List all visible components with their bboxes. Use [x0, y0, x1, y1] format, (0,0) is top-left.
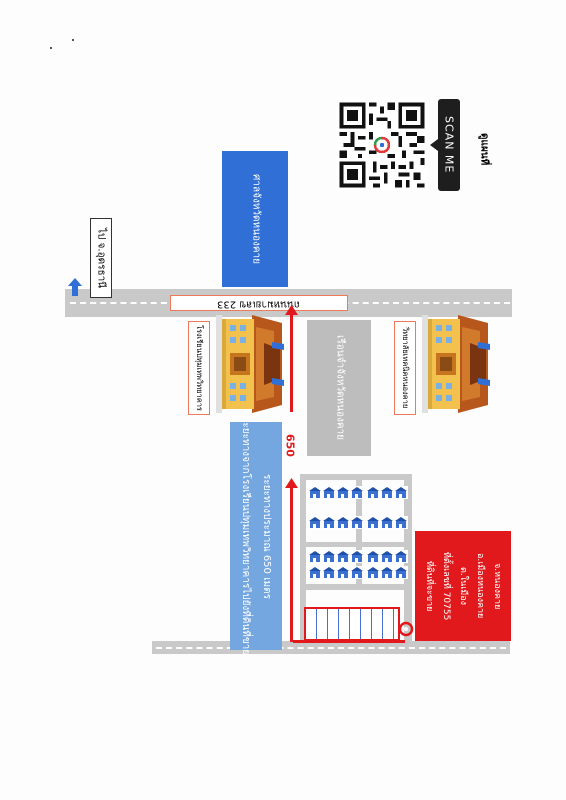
- flag-icon: [272, 342, 284, 350]
- access-road-right: [404, 474, 412, 644]
- house-icon: [394, 550, 408, 563]
- house-icon: [308, 566, 322, 579]
- college-building-icon: [422, 315, 488, 413]
- house-icon: [350, 550, 364, 563]
- flag-icon: [272, 378, 284, 386]
- estate-road-lower: [300, 584, 412, 590]
- scan-me-tag: SCAN ME: [438, 99, 460, 191]
- school-label-box: โรงเรียนปทุมเทพวิทยาคาร: [188, 321, 210, 415]
- scan-me-label: SCAN ME: [442, 116, 456, 174]
- lower-road-centerline: [156, 647, 506, 649]
- distance-value: 650: [280, 425, 300, 465]
- house-icon: [322, 566, 336, 579]
- college-label: วิทยาลัยเทคนิคหนองคาย: [401, 327, 410, 409]
- house-icon: [380, 486, 394, 499]
- house-icon: [322, 516, 336, 529]
- property-line: จ.หนองคาย: [492, 562, 502, 610]
- land-plots: [306, 609, 398, 639]
- house-icon: [394, 516, 408, 529]
- qr-caption-text: ดูแผนที่: [478, 132, 490, 166]
- house-icon: [322, 486, 336, 499]
- prison-building-label: เรือนจำจังหวัดหนองคาย: [334, 335, 346, 441]
- house-icon: [366, 486, 380, 499]
- property-line: ที่ดินที่จะขาย: [424, 560, 434, 612]
- school-building-icon: [216, 315, 282, 413]
- property-info-box: ที่ดินที่จะขาย ที่ตั้งเลขที่ 70755 ต.ในเ…: [415, 531, 511, 641]
- house-icon: [350, 566, 364, 579]
- speck: [50, 47, 52, 49]
- property-line: อ.เมืองหนองคาย: [475, 553, 485, 619]
- property-line: ต.ในเมือง: [458, 566, 468, 606]
- qr-caption: ดูแผนที่: [474, 109, 494, 189]
- house-icon: [308, 486, 322, 499]
- distance-info-box: ระยะทางจากโรงเรียนปทุมเทพวิทยาคารไปยังที…: [230, 417, 282, 655]
- prison-building: เรือนจำจังหวัดหนองคาย: [307, 320, 371, 456]
- house-icon: [366, 550, 380, 563]
- house-icon: [322, 550, 336, 563]
- house-icon: [394, 566, 408, 579]
- house-icon: [308, 516, 322, 529]
- location-pin-icon: [398, 621, 414, 637]
- distance-info-line1: ระยะทางจากโรงเรียนปทุมเทพวิทยาคารไปยังที…: [240, 416, 251, 656]
- qr-code-icon[interactable]: [336, 99, 428, 191]
- up-arrow-icon: [68, 278, 82, 296]
- house-icon: [380, 550, 394, 563]
- direction-sign: ไป จ.อุดรธานี: [90, 218, 112, 298]
- house-icon: [380, 566, 394, 579]
- house-icon: [336, 566, 350, 579]
- house-icon: [350, 486, 364, 499]
- college-label-box: วิทยาลัยเทคนิคหนองคาย: [394, 321, 416, 415]
- distance-line-upper: [290, 312, 293, 412]
- distance-line-lower: [290, 484, 293, 642]
- speck: [72, 39, 74, 41]
- house-icon: [366, 566, 380, 579]
- house-icon: [366, 516, 380, 529]
- house-icon: [394, 486, 408, 499]
- flag-icon: [478, 342, 490, 350]
- house-icon: [350, 516, 364, 529]
- direction-sign-text: ไป จ.อุดรธานี: [95, 227, 107, 289]
- arrow-up-icon: [285, 305, 298, 315]
- school-label: โรงเรียนปทุมเทพวิทยาคาร: [195, 325, 204, 411]
- scan-me-pointer: [430, 139, 438, 151]
- flag-icon: [478, 378, 490, 386]
- main-road-label: ถนนหมายเลข 233: [170, 295, 348, 311]
- arrow-up-icon: [285, 478, 298, 488]
- distance-value-text: 650: [283, 433, 297, 457]
- land-for-sale[interactable]: [304, 607, 400, 641]
- distance-info-line2: ระยะทางประมาณ 650 เมตร: [261, 473, 272, 599]
- court-building-label: ศาลจังหวัดหนองคาย: [250, 173, 262, 264]
- estate-road-left: [300, 474, 306, 644]
- house-icon: [336, 486, 350, 499]
- distance-line-bottom: [293, 640, 405, 643]
- estate-road-center: [356, 474, 362, 584]
- property-line: ที่ตั้งเลขที่ 70755: [441, 551, 451, 621]
- house-icon: [380, 516, 394, 529]
- house-icon: [336, 550, 350, 563]
- house-icon: [336, 516, 350, 529]
- house-icon: [308, 550, 322, 563]
- court-building: ศาลจังหวัดหนองคาย: [222, 151, 288, 287]
